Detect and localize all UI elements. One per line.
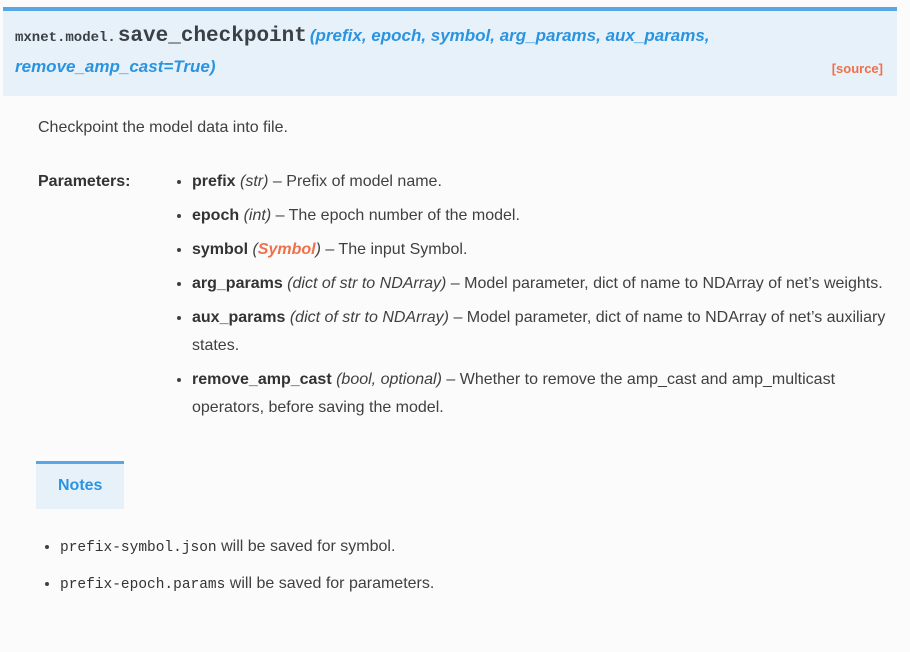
note-code: prefix-epoch.params xyxy=(60,577,226,593)
note-text: will be saved for symbol. xyxy=(221,538,396,555)
param-type: dict of str to NDArray xyxy=(295,309,444,326)
param-type: bool, optional xyxy=(341,371,437,388)
doc-body: Checkpoint the model data into file. Par… xyxy=(0,116,910,599)
param-name: epoch xyxy=(192,207,240,224)
source-link[interactable]: [source] xyxy=(831,61,883,76)
param-desc: – Prefix of model name. xyxy=(272,173,442,190)
symbol-type-link[interactable]: Symbol xyxy=(257,241,316,258)
signature-line-2: remove_amp_cast=True) xyxy=(15,53,881,82)
param-name: prefix xyxy=(192,173,236,190)
function-description: Checkpoint the model data into file. xyxy=(38,119,288,136)
param-type: dict of str to NDArray xyxy=(292,275,441,292)
param-desc: – The epoch number of the model. xyxy=(275,207,520,224)
parameter-item: prefix (str) – Prefix of model name. xyxy=(192,168,897,196)
parameter-item: symbol (Symbol) – The input Symbol. xyxy=(192,236,897,264)
note-code: prefix-symbol.json xyxy=(60,540,217,556)
signature-line-1: mxnet.model.save_checkpoint(prefix, epoc… xyxy=(15,21,881,53)
notes-heading: Notes xyxy=(36,461,125,509)
note-text: will be saved for parameters. xyxy=(229,575,435,592)
param-name: symbol xyxy=(192,241,249,258)
parameter-item: remove_amp_cast (bool, optional) – Wheth… xyxy=(192,366,897,422)
module-name: mxnet.model. xyxy=(15,30,116,46)
param-name: aux_params xyxy=(192,309,286,326)
parameter-item: arg_params (dict of str to NDArray) – Mo… xyxy=(192,270,897,298)
param-name: remove_amp_cast xyxy=(192,371,332,388)
signature-args-line2: remove_amp_cast=True) xyxy=(15,57,216,76)
param-desc: – Model parameter, dict of name to NDArr… xyxy=(450,275,883,292)
parameters-label: Parameters: xyxy=(38,173,131,190)
parameters-field: Parameters: prefix (str) – Prefix of mod… xyxy=(38,168,897,428)
param-desc: – The input Symbol. xyxy=(325,241,468,258)
function-name: save_checkpoint xyxy=(117,25,307,48)
parameter-item: epoch (int) – The epoch number of the mo… xyxy=(192,202,897,230)
param-desc: – Model parameter, dict of name to NDArr… xyxy=(192,309,886,354)
param-desc: – Whether to remove the amp_cast and amp… xyxy=(192,371,836,416)
parameter-list: prefix (str) – Prefix of model name. epo… xyxy=(170,168,897,428)
note-item: prefix-symbol.json will be saved for sym… xyxy=(60,533,897,562)
notes-list: prefix-symbol.json will be saved for sym… xyxy=(38,533,897,599)
param-type: int xyxy=(248,207,266,224)
parameter-item: aux_params (dict of str to NDArray) – Mo… xyxy=(192,304,897,360)
note-item: prefix-epoch.params will be saved for pa… xyxy=(60,570,897,599)
signature-args-line1: (prefix, epoch, symbol, arg_params, aux_… xyxy=(309,26,710,45)
param-name: arg_params xyxy=(192,275,283,292)
param-type: str xyxy=(245,173,264,190)
function-signature: mxnet.model.save_checkpoint(prefix, epoc… xyxy=(3,7,897,96)
